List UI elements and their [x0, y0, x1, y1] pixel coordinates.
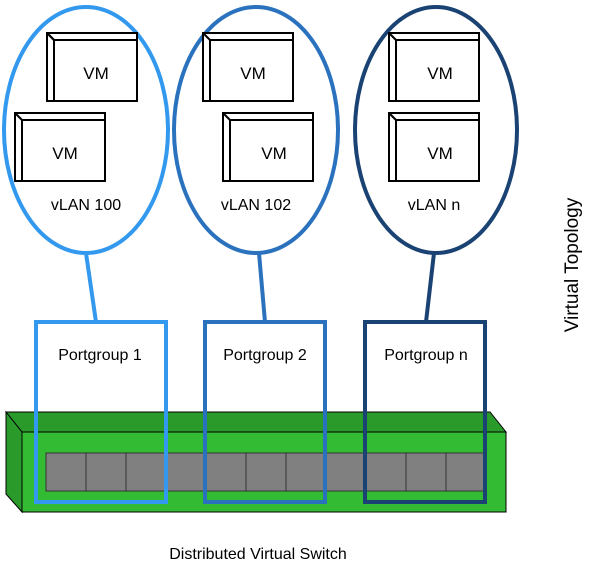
connector-line-2 — [257, 252, 267, 323]
connector-line-1 — [84, 252, 98, 323]
vm-box: VM — [388, 112, 480, 182]
distributed-switch — [4, 410, 508, 514]
switch-caption: Distributed Virtual Switch — [169, 546, 347, 563]
side-caption: Virtual Topology — [562, 197, 583, 332]
vm-label: VM — [261, 144, 287, 163]
switch-port — [45, 452, 87, 492]
vm-box: VM — [14, 112, 106, 182]
switch-port — [445, 452, 487, 492]
vm-label: VM — [52, 144, 78, 163]
portgroup-box-2 — [203, 320, 327, 504]
portgroup-label-3: Portgroup n — [384, 347, 468, 364]
switch-port — [85, 452, 127, 492]
vlan-label-2: vLAN 102 — [221, 197, 291, 214]
switch-top-face — [4, 411, 508, 433]
portgroup-label-1: Portgroup 1 — [58, 347, 142, 364]
vlan-label-3: vLAN n — [408, 197, 460, 214]
vlan-group-2: Portgroup 2 vLAN 102 VM VM — [172, 5, 340, 504]
vlan-ellipse-3 — [353, 5, 519, 255]
switch-port — [325, 452, 367, 492]
vm-box: VM — [388, 32, 480, 102]
switch-port — [165, 452, 207, 492]
vlan-label-1: vLAN 100 — [51, 197, 121, 214]
portgroup-box-3 — [363, 320, 487, 504]
switch-port — [245, 452, 287, 492]
vm-label: VM — [427, 64, 453, 83]
switch-port — [205, 452, 247, 492]
switch-port — [365, 452, 407, 492]
vm-label: VM — [427, 144, 453, 163]
connector-line-3 — [424, 252, 436, 323]
portgroup-label-2: Portgroup 2 — [223, 347, 307, 364]
vm-box: VM — [202, 32, 294, 102]
portgroup-box-1 — [34, 320, 168, 504]
vlan-group-3: Portgroup n vLAN n VM VM — [353, 5, 519, 504]
vlan-ellipse-2 — [172, 5, 340, 255]
switch-port — [405, 452, 447, 492]
vlan-group-1: Portgroup 1 vLAN 100 VM VM — [2, 5, 170, 504]
switch-ports — [45, 452, 487, 492]
vm-label: VM — [83, 64, 109, 83]
switch-port — [285, 452, 327, 492]
vlan-ellipse-1 — [2, 5, 170, 255]
vm-box: VM — [222, 112, 314, 182]
switch-port — [125, 452, 167, 492]
vm-box: VM — [46, 32, 138, 102]
vm-label: VM — [240, 64, 266, 83]
